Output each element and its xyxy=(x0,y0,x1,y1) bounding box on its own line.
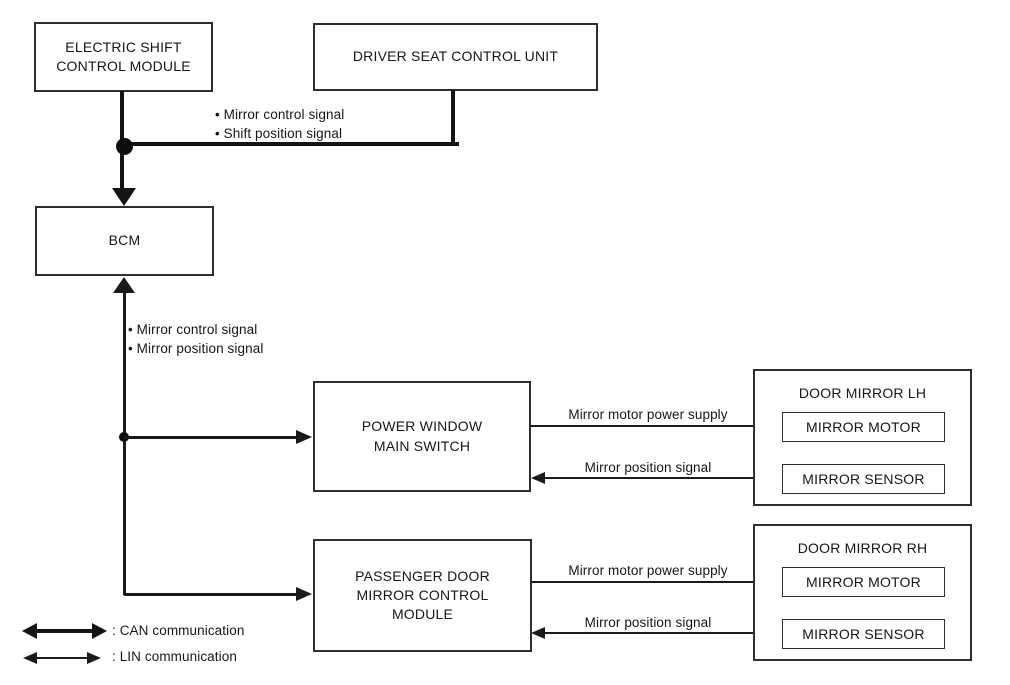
node-passenger-door-mirror-control-module: PASSENGER DOOR MIRROR CONTROL MODULE xyxy=(313,539,532,652)
lin-line-to-passenger-module xyxy=(124,593,297,596)
signal-label-can-bus: • Mirror control signal • Shift position… xyxy=(215,107,345,141)
node-door-mirror-lh: DOOR MIRROR LH MIRROR MOTOR MIRROR SENSO… xyxy=(753,369,972,506)
door-mirror-rh-title: DOOR MIRROR RH xyxy=(797,540,928,556)
signal-label-rh-motor-power: Mirror motor power supply xyxy=(568,563,728,578)
node-electric-shift-control-module: ELECTRIC SHIFT CONTROL MODULE xyxy=(34,22,213,92)
arrowhead-left-into-passenger-module-icon xyxy=(531,627,545,639)
legend-can-left-arrowhead-icon xyxy=(22,622,37,639)
can-bus-horizontal-line xyxy=(120,142,459,146)
lh-motor-power-line xyxy=(531,425,766,427)
can-junction-dot xyxy=(116,138,133,155)
lin-line-to-power-window xyxy=(124,436,297,439)
legend-can-arrow xyxy=(22,622,107,639)
node-rh-mirror-sensor: MIRROR SENSOR xyxy=(782,619,945,649)
arrowhead-up-into-bcm-icon xyxy=(113,277,135,293)
arrowhead-right-into-power-window-icon xyxy=(296,430,312,444)
lh-position-line xyxy=(545,477,781,479)
legend-can-dashed-line xyxy=(37,628,92,633)
lin-vertical-line xyxy=(123,291,126,595)
node-lh-mirror-sensor: MIRROR SENSOR xyxy=(782,464,945,494)
signal-label-rh-position: Mirror position signal xyxy=(584,615,712,630)
node-door-mirror-rh: DOOR MIRROR RH MIRROR MOTOR MIRROR SENSO… xyxy=(753,524,972,661)
signal-label-lh-motor-power: Mirror motor power supply xyxy=(568,407,728,422)
node-power-window-main-switch: POWER WINDOW MAIN SWITCH xyxy=(313,381,531,492)
legend-lin-arrow xyxy=(23,650,101,665)
can-line-to-bcm xyxy=(120,150,124,188)
can-line-driver-seat-down xyxy=(451,90,455,146)
node-lh-mirror-motor: MIRROR MOTOR xyxy=(782,412,945,442)
arrowhead-left-into-power-window-icon xyxy=(531,472,545,484)
legend-can-label: : CAN communication xyxy=(112,623,245,638)
node-bcm: BCM xyxy=(35,206,214,276)
arrowhead-down-into-bcm-icon xyxy=(112,188,136,206)
signal-label-lh-position: Mirror position signal xyxy=(584,460,712,475)
signal-label-lin-bus: • Mirror control signal • Mirror positio… xyxy=(128,322,264,356)
legend-lin-solid-line xyxy=(37,656,87,659)
arrowhead-right-into-passenger-module-icon xyxy=(296,587,312,601)
node-driver-seat-control-unit: DRIVER SEAT CONTROL UNIT xyxy=(313,23,598,91)
legend-lin-right-arrowhead-icon xyxy=(87,651,101,664)
legend-lin-left-arrowhead-icon xyxy=(23,651,37,664)
door-mirror-lh-title: DOOR MIRROR LH xyxy=(798,385,927,401)
rh-motor-power-line xyxy=(531,581,766,583)
rh-position-line xyxy=(545,632,781,634)
node-rh-mirror-motor: MIRROR MOTOR xyxy=(782,567,945,597)
can-line-electric-shift-down xyxy=(120,91,124,146)
legend-can-right-arrowhead-icon xyxy=(92,622,107,639)
legend-lin-label: : LIN communication xyxy=(112,649,237,664)
